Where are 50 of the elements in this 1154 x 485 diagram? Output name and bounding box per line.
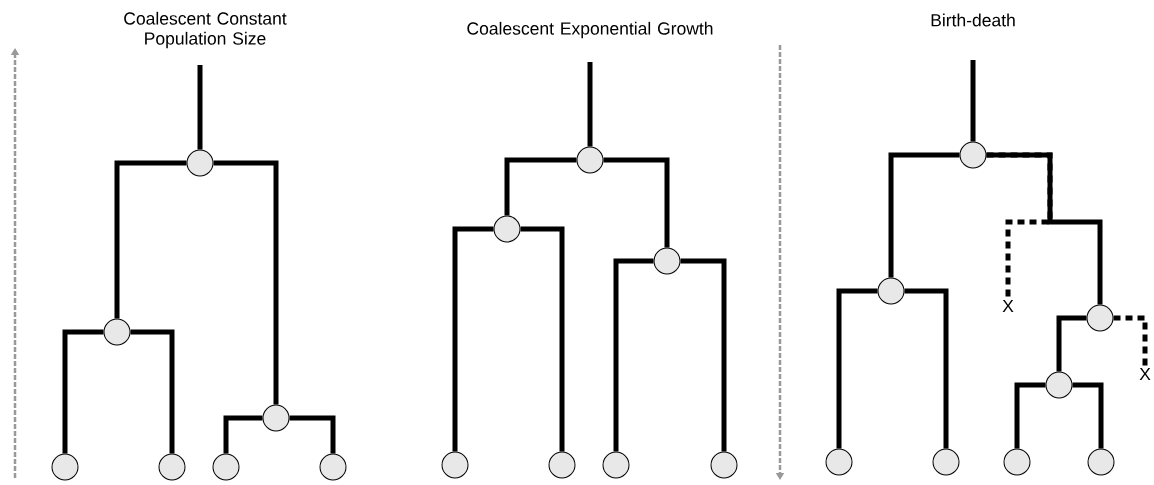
branch-line bbox=[986, 152, 1103, 305]
branch-line bbox=[504, 157, 577, 216]
tree-node bbox=[51, 453, 79, 481]
tree-node bbox=[262, 404, 290, 432]
branch-line bbox=[1113, 315, 1148, 367]
tree-node bbox=[548, 451, 576, 479]
branch-line bbox=[888, 152, 960, 278]
tree-node bbox=[493, 215, 521, 243]
branch-line bbox=[836, 288, 878, 449]
branch-line bbox=[603, 157, 670, 248]
tree-node bbox=[1045, 371, 1073, 399]
root-branch bbox=[197, 65, 203, 150]
tree-node bbox=[932, 448, 960, 476]
tree-node bbox=[576, 146, 604, 174]
branch-line bbox=[223, 415, 263, 454]
tree-node bbox=[1086, 304, 1114, 332]
tree-node bbox=[441, 451, 469, 479]
tree-node bbox=[319, 453, 347, 481]
tree-node bbox=[103, 318, 131, 346]
branch-line bbox=[130, 329, 175, 454]
branch-line bbox=[213, 160, 279, 405]
tree-node bbox=[825, 448, 853, 476]
panel-title: Coalescent Constant Population Size bbox=[124, 11, 287, 49]
tree-node bbox=[186, 149, 214, 177]
tree-node bbox=[602, 451, 630, 479]
tree-node bbox=[212, 453, 240, 481]
tree-node bbox=[877, 277, 905, 305]
panel-title: Coalescent Exponential Growth bbox=[467, 21, 713, 39]
branch-line bbox=[613, 258, 654, 452]
tree-node bbox=[710, 451, 738, 479]
branch-line bbox=[289, 415, 336, 454]
tree-node bbox=[653, 247, 681, 275]
root-branch bbox=[587, 62, 593, 147]
extinction-mark: X bbox=[1002, 300, 1014, 312]
branch-line bbox=[1072, 382, 1104, 449]
root-branch bbox=[970, 60, 976, 142]
branch-line bbox=[680, 258, 727, 452]
panel-title: Birth-death bbox=[931, 13, 1015, 27]
branch-line bbox=[1014, 382, 1046, 449]
branch-line bbox=[114, 160, 187, 319]
tree-node bbox=[1087, 448, 1115, 476]
branch-line bbox=[520, 226, 565, 452]
tree-node bbox=[959, 141, 987, 169]
branch-line bbox=[1056, 315, 1087, 372]
tree-node bbox=[1003, 448, 1031, 476]
branch-line bbox=[62, 329, 104, 454]
branch-line bbox=[904, 288, 949, 449]
extinction-mark: X bbox=[1139, 368, 1151, 381]
branch-line bbox=[452, 226, 494, 452]
tree-node bbox=[158, 453, 186, 481]
